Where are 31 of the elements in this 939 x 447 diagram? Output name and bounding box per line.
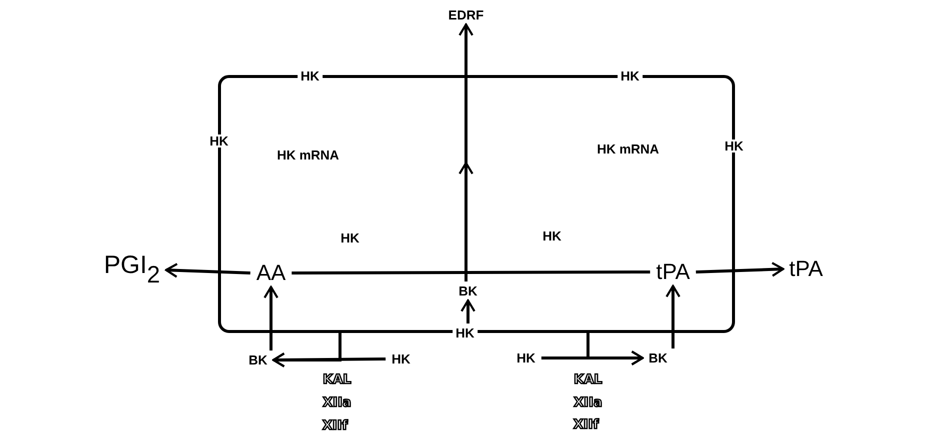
enzyme-label: XIIf <box>320 420 350 432</box>
molecule-label: HK <box>618 70 642 82</box>
arrow <box>666 284 680 348</box>
molecule-label: HK <box>340 232 360 244</box>
molecule-label: tPA <box>786 258 826 280</box>
molecule-label: HK <box>542 230 562 242</box>
molecule-label: HK <box>452 326 478 340</box>
arrow <box>696 262 784 277</box>
enzyme-label: KAL <box>572 374 604 386</box>
arrow <box>272 332 342 368</box>
mrna-label: HK mRNA <box>596 142 660 156</box>
arrow <box>165 262 250 278</box>
enzyme-label: XIIa <box>321 396 352 410</box>
molecule-label: AA <box>253 262 289 284</box>
molecule-label: EDRF <box>445 8 487 22</box>
arrow <box>264 286 278 350</box>
mrna-label: HK mRNA <box>276 148 340 162</box>
arrow <box>586 332 644 366</box>
molecule-label: tPA <box>653 261 693 283</box>
molecule-label: BK <box>246 354 270 366</box>
molecule-label: HK <box>388 352 414 366</box>
molecule-label: BK <box>646 352 670 364</box>
arrow <box>460 299 476 324</box>
molecule-label: BK <box>456 284 480 298</box>
molecule-label: HK <box>514 352 538 364</box>
enzyme-label: KAL <box>322 374 352 386</box>
molecule-label: HK <box>298 70 322 82</box>
enzyme-label: XIIa <box>572 396 604 410</box>
enzyme-label: XIIf <box>572 418 600 432</box>
connector-line <box>292 270 650 274</box>
arrow <box>458 23 474 282</box>
